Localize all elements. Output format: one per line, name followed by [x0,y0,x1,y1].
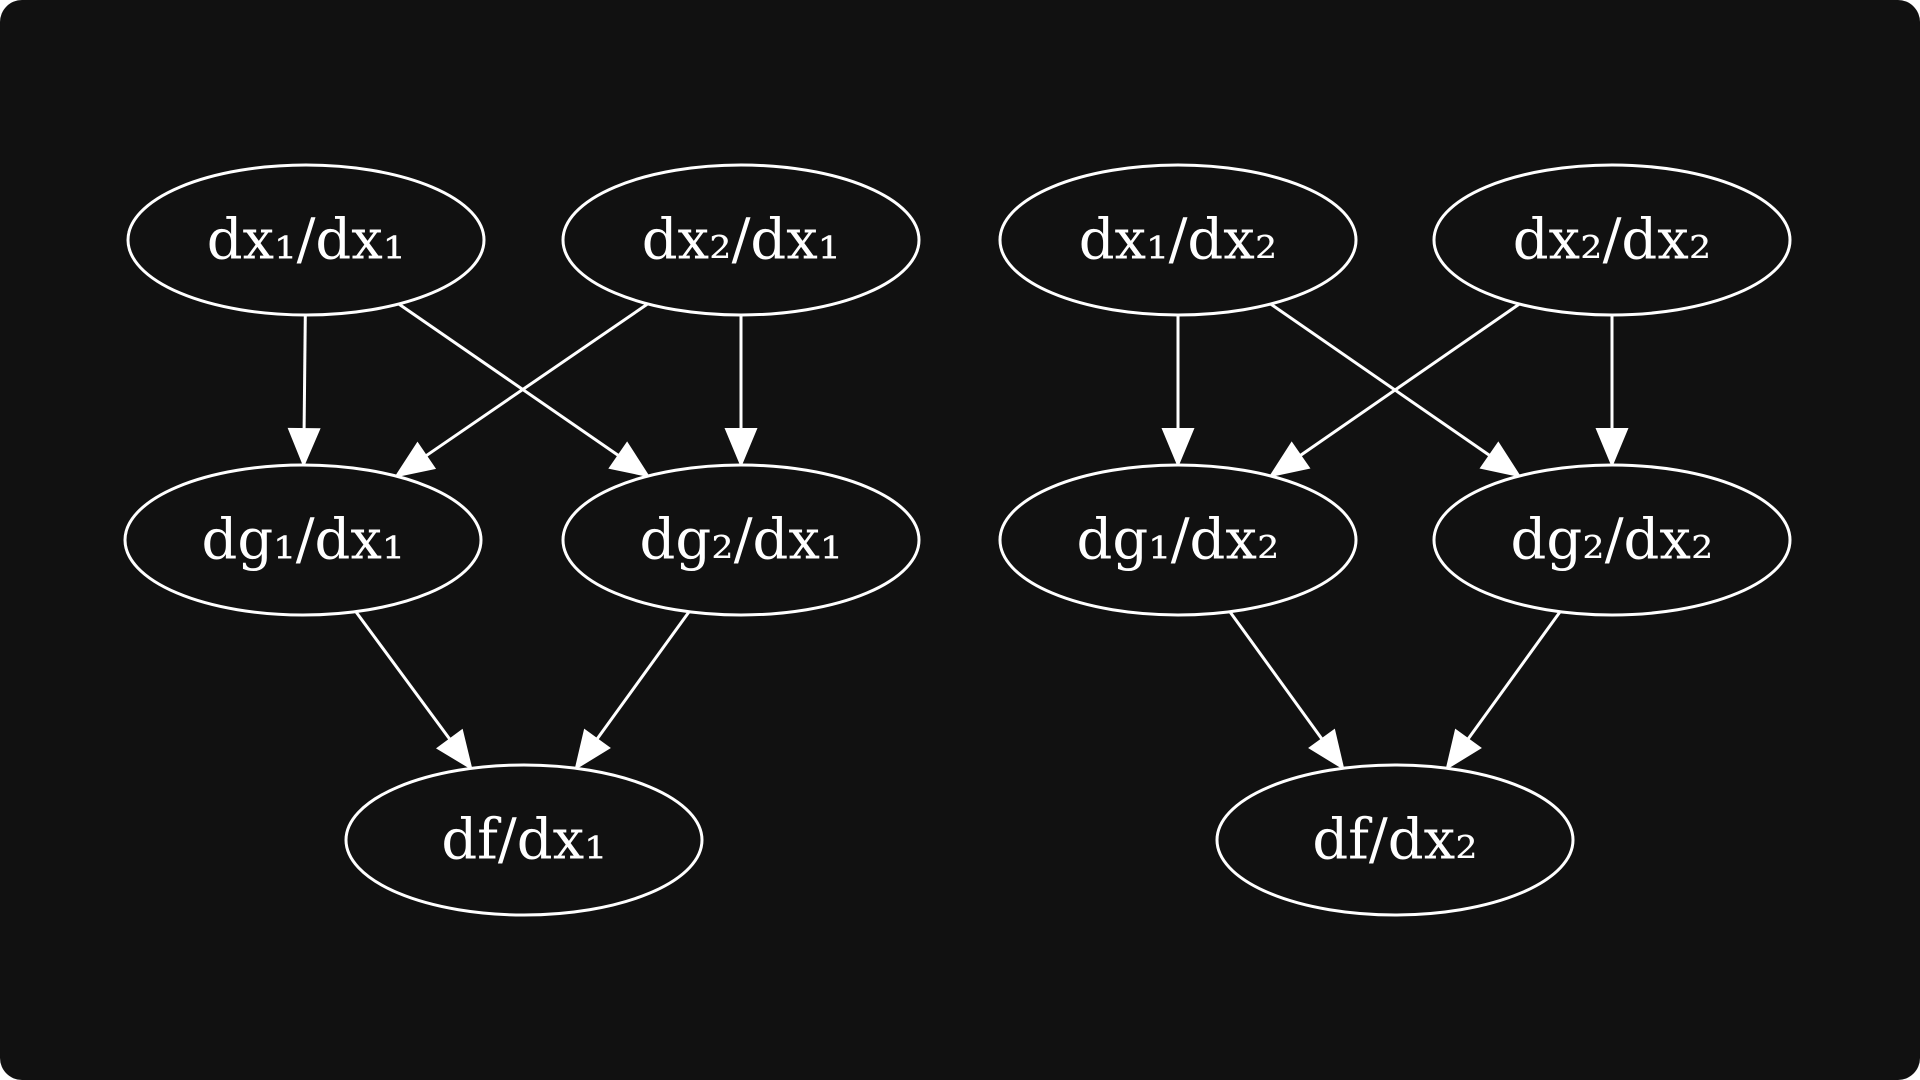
edge-dx2dx1-to-dg1dx1 [394,302,649,478]
node-label: dg₂/dx₁ [640,508,843,573]
node-label: dg₂/dx₂ [1511,508,1714,573]
node-ellipse [344,763,704,917]
edge-line [425,302,649,458]
arrowhead-icon [724,428,758,468]
edge-dx2dx2-to-dg1dx2 [1268,302,1521,478]
edge-line [302,314,307,430]
edge-line [1466,610,1562,740]
arrowhead-icon [435,728,473,771]
node-label: dx₁/dx₁ [207,208,406,273]
node-ellipse [126,163,486,317]
node-label: dg₁/dx₂ [1077,508,1280,573]
arrowhead-icon [1308,728,1345,771]
edge-line [354,610,452,741]
node-ellipse [998,463,1358,617]
arrowhead-icon [1479,441,1522,478]
node-ellipse [1432,163,1792,317]
node-label: dx₂/dx₂ [1513,208,1712,273]
arrowhead-icon [1445,728,1482,771]
arrowhead-icon [1161,428,1195,468]
edge-dx2dx2-to-dg2dx2 [1595,315,1629,468]
edge-line [1299,302,1521,457]
edge-line [595,610,691,740]
arrowhead-icon [574,728,611,771]
node-dfdx1: df/dx₁ [344,763,704,917]
nodes-layer: dx₁/dx₁ dx₂/dx₁ dg₁/dx₁ dg₂/dx₁ df/dx₁ dx₁/dx… [123,163,1792,917]
edge-dx1dx2-to-dg1dx2 [1161,315,1195,468]
node-dg1dx2: dg₁/dx₂ [998,463,1358,617]
edges-layer [287,302,1629,771]
arrowhead-icon [394,441,437,478]
node-label: dg₁/dx₁ [202,508,405,573]
edge-dx1dx1-to-dg2dx1 [397,302,651,478]
edge-dx1dx1-to-dg1dx1 [287,314,321,468]
node-dg2dx2: dg₂/dx₂ [1432,463,1792,617]
node-dg1dx1: dg₁/dx₁ [123,463,483,617]
node-ellipse [998,163,1358,317]
edge-dg1dx2-to-dfdx2 [1228,610,1345,771]
edge-line [1228,610,1324,740]
node-dx2dx2: dx₂/dx₂ [1432,163,1792,317]
node-ellipse [1215,763,1575,917]
node-ellipse [561,463,921,617]
node-dx1dx2: dx₁/dx₂ [998,163,1358,317]
node-dx1dx1: dx₁/dx₁ [126,163,486,317]
node-ellipse [561,163,921,317]
node-dx2dx1: dx₂/dx₁ [561,163,921,317]
arrowhead-icon [287,427,321,468]
edge-dg1dx1-to-dfdx1 [354,610,473,771]
arrowhead-icon [608,441,651,478]
node-label: dx₂/dx₁ [642,208,841,273]
node-ellipse [1432,463,1792,617]
arrowhead-icon [1268,441,1311,478]
edge-line [1269,302,1491,457]
edge-line [397,302,620,457]
edge-dg2dx1-to-dfdx1 [574,610,691,771]
edge-dx2dx1-to-dg2dx1 [724,315,758,468]
edge-dx1dx2-to-dg2dx2 [1269,302,1522,478]
edge-dg2dx2-to-dfdx2 [1445,610,1562,771]
node-dfdx2: df/dx₂ [1215,763,1575,917]
node-dg2dx1: dg₂/dx₁ [561,463,921,617]
node-label: dx₁/dx₂ [1079,208,1278,273]
node-label: df/dx₁ [441,808,606,873]
node-ellipse [123,463,483,617]
arrowhead-icon [1595,428,1629,468]
node-label: df/dx₂ [1312,808,1477,873]
